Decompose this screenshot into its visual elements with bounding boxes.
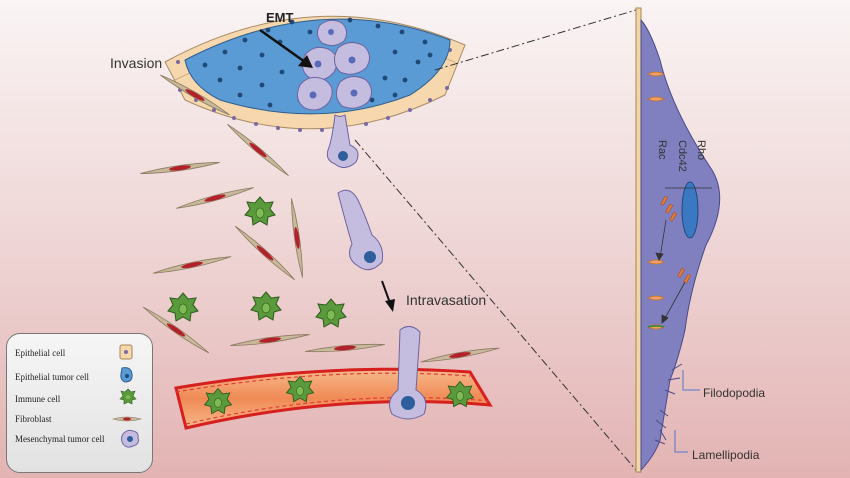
emt-label: EMT [266, 10, 294, 25]
lamellipodia-label: Lamellipodia [692, 448, 760, 462]
legend-label-mesenchymal-tumor-cell: Mesenchymal tumor cell [15, 434, 105, 444]
rac-label: Rac [656, 140, 668, 160]
epithelial-cell-icon [119, 344, 133, 360]
legend-label-epithelial-tumor-cell: Epithelial tumor cell [15, 372, 89, 382]
cdc42-label: Cdc42 [676, 140, 688, 172]
emt-arrow [259, 28, 313, 68]
legend-box: Epithelial cell Epithelial tumor cell Im… [6, 333, 153, 473]
legend-label-epithelial-cell: Epithelial cell [15, 348, 66, 358]
filopodia-label: Filodopodia [703, 386, 766, 400]
rho-label: Rho [695, 140, 707, 161]
tumor-mass [184, 17, 451, 168]
epithelial-tumor-cell-icon [120, 367, 133, 383]
invasion-label: Invasion [110, 55, 163, 71]
blood-vessel [174, 326, 493, 430]
zoom-lines [354, 9, 637, 471]
mesenchymal-tumor-cell-icon [121, 429, 139, 448]
legend-label-fibroblast: Fibroblast [15, 414, 52, 424]
legend-label-immune-cell: Immune cell [15, 394, 61, 404]
intravasation-arrow [381, 280, 395, 312]
immune-cell-icon [119, 388, 137, 405]
zoomed-mesenchymal-cell [635, 7, 721, 473]
intravasation-label: Intravasation [406, 292, 487, 308]
migrating-mesenchymal-cell [337, 189, 383, 271]
fibroblast-icon [112, 416, 142, 422]
